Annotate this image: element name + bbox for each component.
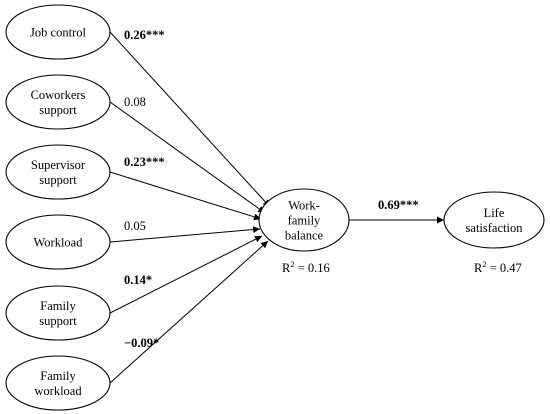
r-squared-work-family-balance: R2 = 0.16 <box>282 259 330 275</box>
coef-family-workload: −0.09* <box>124 336 159 350</box>
node-ellipse <box>5 4 111 60</box>
node-ellipse <box>5 214 111 270</box>
path-coefficients: 0.26*** 0.08 0.23*** 0.05 0.14* −0.09* 0.69*** <box>124 28 419 350</box>
node-ellipse <box>258 188 350 252</box>
node-ellipse <box>5 74 111 130</box>
arrow-supervisor-support-to-work-family-balance <box>109 171 262 221</box>
r-squared-labels: R2 = 0.16 R2 = 0.47 <box>282 259 522 275</box>
r-squared-life-satisfaction: R2 = 0.47 <box>474 259 522 275</box>
node-ellipse <box>5 144 111 200</box>
arrow-workload-to-work-family-balance <box>109 226 261 243</box>
node-label: Workload <box>34 236 84 250</box>
arrow-coworkers-support-to-work-family-balance <box>109 101 266 214</box>
arrow-family-support-to-work-family-balance <box>109 235 263 314</box>
node-workload: Workload <box>5 214 111 270</box>
arrow-family-workload-to-work-family-balance <box>109 240 269 384</box>
node-label: Job control <box>30 26 86 40</box>
coef-workload: 0.05 <box>124 219 146 233</box>
node-ellipse <box>5 355 111 411</box>
path-arrows <box>109 31 444 384</box>
coef-supervisor-support: 0.23*** <box>124 155 165 169</box>
coef-work-family-balance: 0.69*** <box>378 198 419 212</box>
arrow-job-control-to-work-family-balance <box>109 31 271 208</box>
coef-job-control: 0.26*** <box>124 28 165 42</box>
coef-family-support: 0.14* <box>124 273 152 287</box>
node-job-control: Job control <box>5 4 111 60</box>
coef-coworkers-support: 0.08 <box>124 95 146 109</box>
node-ellipse <box>443 191 545 249</box>
node-ellipse <box>5 285 111 341</box>
